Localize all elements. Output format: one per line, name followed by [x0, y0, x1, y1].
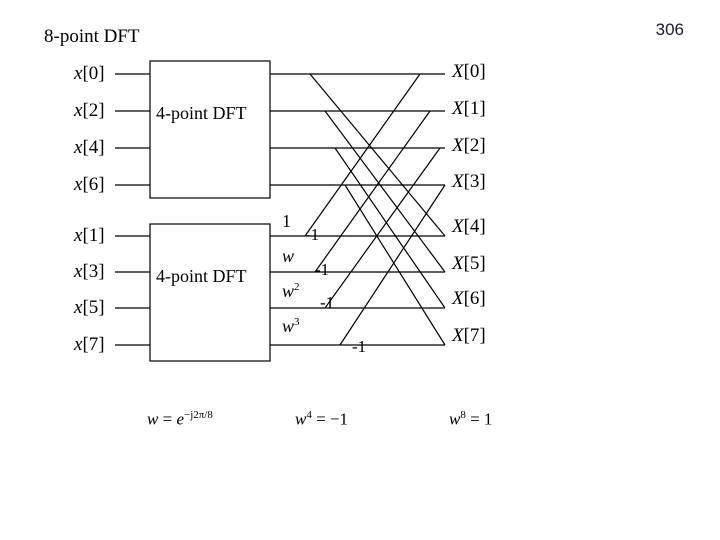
twiddle-definition-formula: w = e−j2π/8 [147, 409, 213, 429]
twiddle-factor-0: 1 [282, 211, 291, 231]
input-label-4: x[1] [74, 225, 105, 246]
dft-block-label-top: 4-point DFT [156, 103, 247, 123]
output-label-1: X[1] [452, 98, 486, 119]
output-label-4: X[4] [452, 216, 486, 237]
dft-box-bottom [149, 223, 271, 362]
output-label-3: X[3] [452, 171, 486, 192]
w4-identity-formula: w4 = −1 [295, 409, 349, 429]
input-label-2: x[4] [74, 137, 105, 158]
twiddle-factor-1: w [282, 246, 295, 266]
negative-one-label-2: -1 [320, 293, 335, 312]
cross-down-1 [324, 110, 446, 273]
twiddle-factor-2: w2 [282, 281, 300, 301]
output-label-2: X[2] [452, 135, 486, 156]
input-label-7: x[7] [74, 334, 105, 355]
cross-up-3 [339, 184, 446, 346]
cross-up-2 [324, 147, 441, 309]
input-label-0: x[0] [74, 63, 105, 84]
output-label-5: X[5] [452, 253, 486, 274]
twiddle-factor-3: w3 [282, 316, 300, 336]
cross-down-3 [344, 184, 446, 346]
output-label-0: X[0] [452, 61, 486, 82]
diagram-title: 8-point DFT [44, 26, 140, 47]
cross-up-0 [304, 73, 421, 237]
cross-up-1 [314, 110, 431, 273]
cross-down-2 [334, 147, 446, 309]
dft-block-label-bottom: 4-point DFT [156, 266, 247, 286]
output-label-7: X[7] [452, 325, 486, 346]
input-label-5: x[3] [74, 261, 105, 282]
cross-down-0 [309, 73, 446, 237]
input-label-6: x[5] [74, 297, 105, 318]
input-label-3: x[6] [74, 174, 105, 195]
page-number: 306 [655, 20, 684, 39]
input-label-1: x[2] [74, 100, 105, 121]
negative-one-label-3: -1 [352, 337, 367, 356]
dft-box-top [149, 60, 271, 199]
negative-one-label-0: -1 [305, 225, 320, 244]
output-label-6: X[6] [452, 288, 486, 309]
negative-one-label-1: -1 [315, 260, 330, 279]
w8-identity-formula: w8 = 1 [449, 409, 493, 429]
